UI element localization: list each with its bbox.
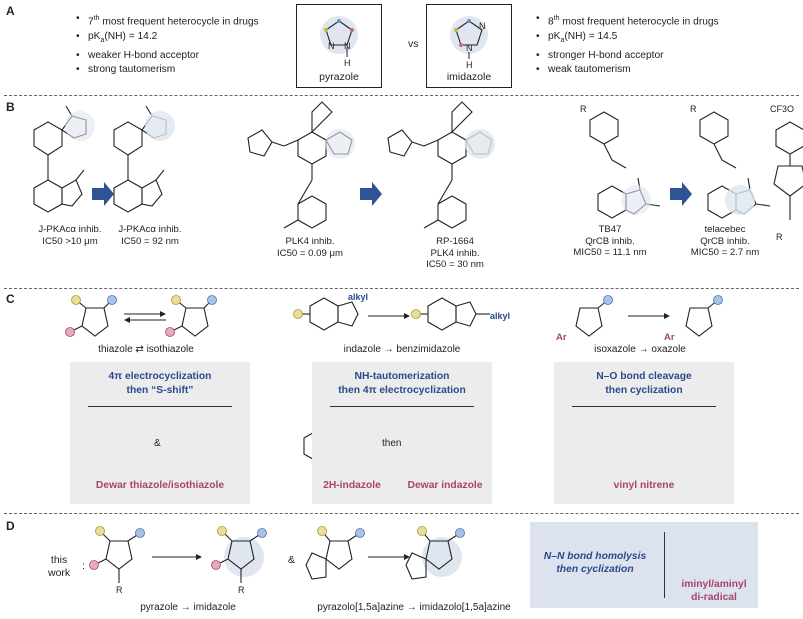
imidazole-box: N N H imidazole xyxy=(426,4,512,88)
intermediate-label: Dewar indazole xyxy=(407,480,483,491)
prop-pka: pKa(NH) = 14.2 xyxy=(76,30,306,49)
intermediate-label: vinyl nitrene xyxy=(613,480,675,491)
prop-frequency: 8th most frequent heterocycle in drugs xyxy=(536,12,786,30)
divider-ab xyxy=(4,95,799,96)
pyrazole-imidazole-label: pyrazole → imidazole xyxy=(140,602,236,613)
compound-3-label: PLK4 inhib.IC50 = 0.09 μm xyxy=(276,236,344,259)
pyrazole-properties: 7th most frequent heterocycle in drugs p… xyxy=(76,12,306,78)
svg-text:N: N xyxy=(466,43,473,53)
arrow-right-icon xyxy=(360,182,382,206)
isoxazole-transform-label: isoxazole → oxazole xyxy=(594,344,686,355)
imidazole-structure: N N H xyxy=(450,16,488,70)
arrow-right-icon xyxy=(92,182,114,206)
svg-text:R: R xyxy=(776,232,783,242)
indazole-transform-label: indazole → benzimidazole xyxy=(343,344,461,355)
mechanism-box-thiazole: 4π electrocyclization then “S-shift” & D… xyxy=(70,362,250,504)
vs-label: vs xyxy=(408,38,419,50)
divider xyxy=(664,532,665,598)
amp: & xyxy=(288,554,296,566)
then-label: then xyxy=(382,438,402,449)
svg-text:N: N xyxy=(344,41,351,51)
svg-text:CF3O: CF3O xyxy=(770,104,794,114)
svg-text:Ar: Ar xyxy=(664,332,675,343)
prop-tautomerism: strong tautomerism xyxy=(76,63,306,78)
divider-bc xyxy=(4,288,799,289)
panel-letter-c: C xyxy=(6,292,15,306)
intermediate-label: Dewar thiazole/isothiazole xyxy=(95,480,225,491)
svg-text:R: R xyxy=(238,585,245,595)
panel-c-structures: alkyl alkyl Ar Ar xyxy=(65,292,723,465)
prop-tautomerism: weak tautomerism xyxy=(536,63,786,78)
compound-1-label: J-PKAcα inhib.IC50 >10 μm xyxy=(38,224,102,247)
thiazole-transform-label: thiazole ⇄ isothiazole xyxy=(98,344,194,355)
panel-letter-b: B xyxy=(6,100,15,114)
svg-text:alkyl: alkyl xyxy=(490,311,510,321)
colon: : xyxy=(82,560,85,572)
svg-text:N: N xyxy=(479,21,486,31)
azine-transform-label: pyrazolo[1,5a]azine → imidazolo[1,5a]azi… xyxy=(317,602,511,613)
intermediate-label: 2H-indazole xyxy=(323,480,381,491)
svg-text:Ar: Ar xyxy=(556,332,567,343)
svg-text:alkyl: alkyl xyxy=(348,292,368,302)
panel-letter-a: A xyxy=(6,4,15,18)
arrow-right-icon xyxy=(670,182,692,206)
mechanism-box-isoxazole: N–O bond cleavage then cyclization vinyl… xyxy=(554,362,734,504)
svg-text:R: R xyxy=(690,104,697,114)
panel-d-structures: R R xyxy=(89,526,740,595)
divider-cd xyxy=(4,513,799,514)
pyrazole-label: pyrazole xyxy=(319,71,359,83)
prop-pka: pKa(NH) = 14.5 xyxy=(536,30,786,49)
amp: & xyxy=(154,438,161,449)
svg-text:N: N xyxy=(328,41,335,51)
panel-letter-d: D xyxy=(6,519,15,533)
compound-2-label: J-PKAcα inhib.IC50 = 92 nm xyxy=(118,224,182,247)
panel-b-structures: R R R CF3O xyxy=(33,101,803,242)
mechanism-box-indazole: NH-tautomerization then 4π electrocycliz… xyxy=(312,362,492,504)
prop-hbond: weaker H-bond acceptor xyxy=(76,49,306,64)
svg-text:R: R xyxy=(116,585,123,595)
prop-hbond: stronger H-bond acceptor xyxy=(536,49,786,64)
imidazole-label: imidazole xyxy=(446,71,492,83)
imidazole-properties: 8th most frequent heterocycle in drugs p… xyxy=(536,12,786,78)
prop-frequency: 7th most frequent heterocycle in drugs xyxy=(76,12,306,30)
svg-text:R: R xyxy=(580,104,587,114)
svg-text:H: H xyxy=(466,60,473,70)
svg-text:H: H xyxy=(344,58,351,68)
